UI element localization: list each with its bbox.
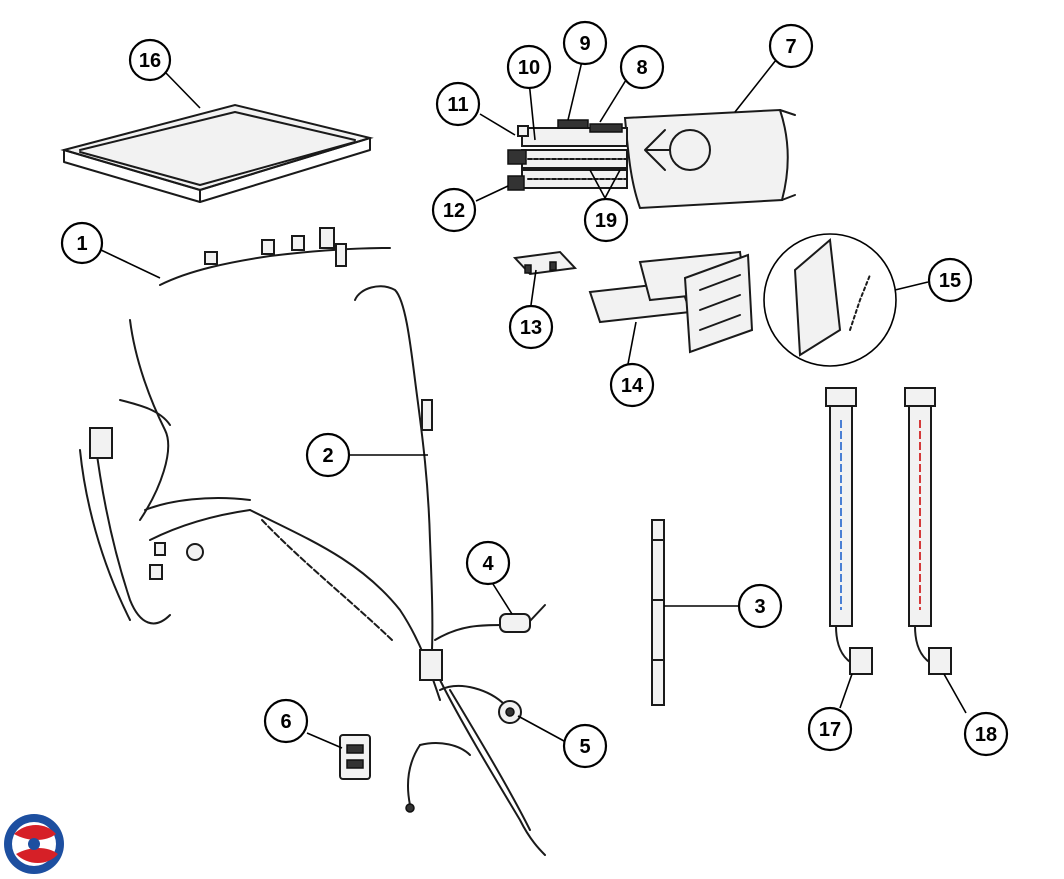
svg-text:11: 11: [447, 94, 468, 116]
svg-text:12: 12: [443, 200, 465, 222]
svg-text:2: 2: [322, 445, 333, 467]
svg-text:9: 9: [579, 33, 590, 55]
callout-2: 2: [305, 432, 351, 478]
callout-7: 7: [768, 23, 814, 69]
part-13-clip: [512, 250, 578, 276]
callout-1: 1: [60, 221, 104, 265]
svg-text:19: 19: [595, 210, 617, 232]
callout-12: 12: [431, 187, 477, 233]
part-2-main-wire-harness: [79, 285, 546, 856]
callout-15: 15: [927, 257, 973, 303]
part-3-vertical-bracket: [651, 519, 665, 706]
part-6-switch: [339, 734, 371, 780]
part-5-connector: [498, 700, 522, 724]
part-16-top-panel: [60, 103, 374, 203]
callout-8: 8: [619, 44, 665, 90]
svg-text:13: 13: [520, 317, 542, 339]
part-14-detergent-drawer: [588, 250, 754, 354]
callout-19: 19: [583, 197, 629, 243]
svg-text:6: 6: [280, 711, 291, 733]
svg-text:10: 10: [518, 57, 540, 79]
svg-text:15: 15: [939, 270, 961, 292]
callout-11: 11: [435, 81, 481, 127]
callout-3: 3: [737, 583, 783, 629]
callout-17: 17: [807, 706, 853, 752]
svg-text:5: 5: [579, 736, 590, 758]
callout-14: 14: [609, 362, 655, 408]
svg-text:18: 18: [975, 724, 997, 746]
svg-text:14: 14: [621, 375, 644, 397]
part-4-sensor: [434, 604, 546, 641]
part-1-harness-strip: [159, 227, 391, 286]
callout-6: 6: [263, 698, 309, 744]
callout-5: 5: [562, 723, 608, 769]
callout-16: 16: [128, 38, 172, 82]
svg-text:3: 3: [754, 596, 765, 618]
svg-text:8: 8: [636, 57, 647, 79]
svg-text:17: 17: [819, 719, 841, 741]
part-18-inlet-hose-hot: [904, 387, 952, 675]
svg-text:1: 1: [76, 233, 87, 255]
callout-9: 9: [562, 20, 608, 66]
callout-18: 18: [963, 711, 1009, 757]
svg-text:16: 16: [139, 50, 161, 72]
brand-logo-icon: [4, 814, 64, 874]
part-7-dispenser-housing: [623, 108, 796, 210]
svg-text:7: 7: [785, 36, 796, 58]
callout-4: 4: [465, 540, 511, 586]
part-8-12-valves: [507, 119, 628, 191]
leader-lines: [100, 56, 967, 749]
callout-10: 10: [506, 44, 552, 90]
callout-13: 13: [508, 304, 554, 350]
svg-text:4: 4: [482, 553, 494, 575]
part-17-inlet-hose-cold: [825, 387, 873, 675]
part-15-drawer-detail: [763, 233, 897, 367]
